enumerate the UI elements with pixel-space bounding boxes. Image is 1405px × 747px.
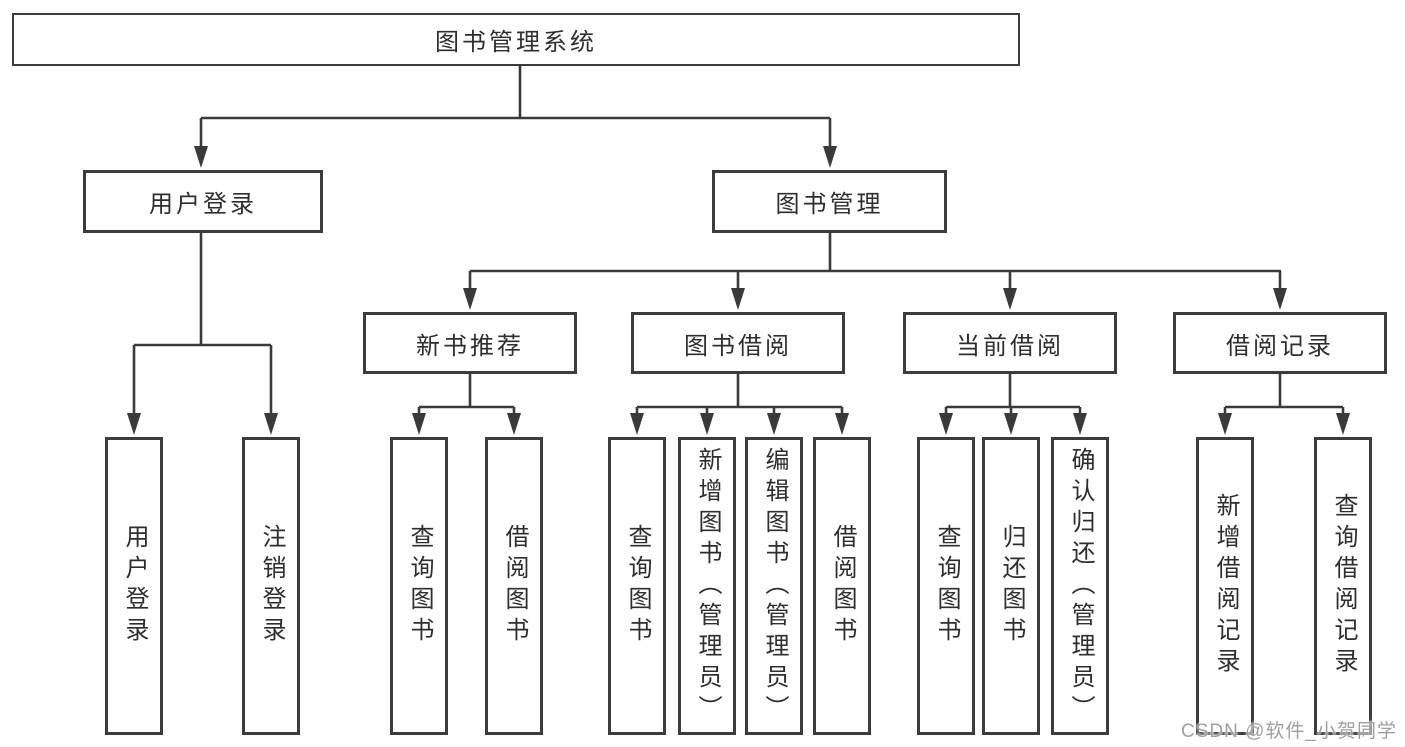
- node-user-login: 用户登录: [83, 170, 323, 233]
- leaf-confirm-return-admin: 确认归还（管理员）: [1051, 437, 1109, 735]
- node-current-borrowing: 当前借阅: [903, 312, 1117, 374]
- node-book-borrowing: 图书借阅: [631, 312, 845, 374]
- leaf-user-login: 用户登录: [105, 437, 163, 735]
- leaf-return-books: 归还图书: [982, 437, 1040, 735]
- leaf-add-borrow-record: 新增借阅记录: [1196, 437, 1254, 735]
- leaf-borrow-books: 借阅图书: [813, 437, 871, 735]
- leaf-logout: 注销登录: [242, 437, 300, 735]
- leaf-add-book-admin: 新增图书（管理员）: [678, 437, 736, 735]
- node-new-book-recommend: 新书推荐: [363, 312, 577, 374]
- leaf-query-books-recommend: 查询图书: [390, 437, 448, 735]
- leaf-query-borrow-record: 查询借阅记录: [1314, 437, 1372, 735]
- node-book-management: 图书管理: [712, 170, 947, 233]
- node-borrowing-records: 借阅记录: [1173, 312, 1387, 374]
- leaf-borrow-books-recommend: 借阅图书: [485, 437, 543, 735]
- node-book-management-system: 图书管理系统: [12, 13, 1020, 66]
- watermark-text: CSDN @软件_小贺同学: [1181, 721, 1397, 742]
- leaf-edit-book-admin: 编辑图书（管理员）: [745, 437, 803, 735]
- leaf-query-books-borrowing: 查询图书: [608, 437, 666, 735]
- leaf-query-books-current: 查询图书: [917, 437, 975, 735]
